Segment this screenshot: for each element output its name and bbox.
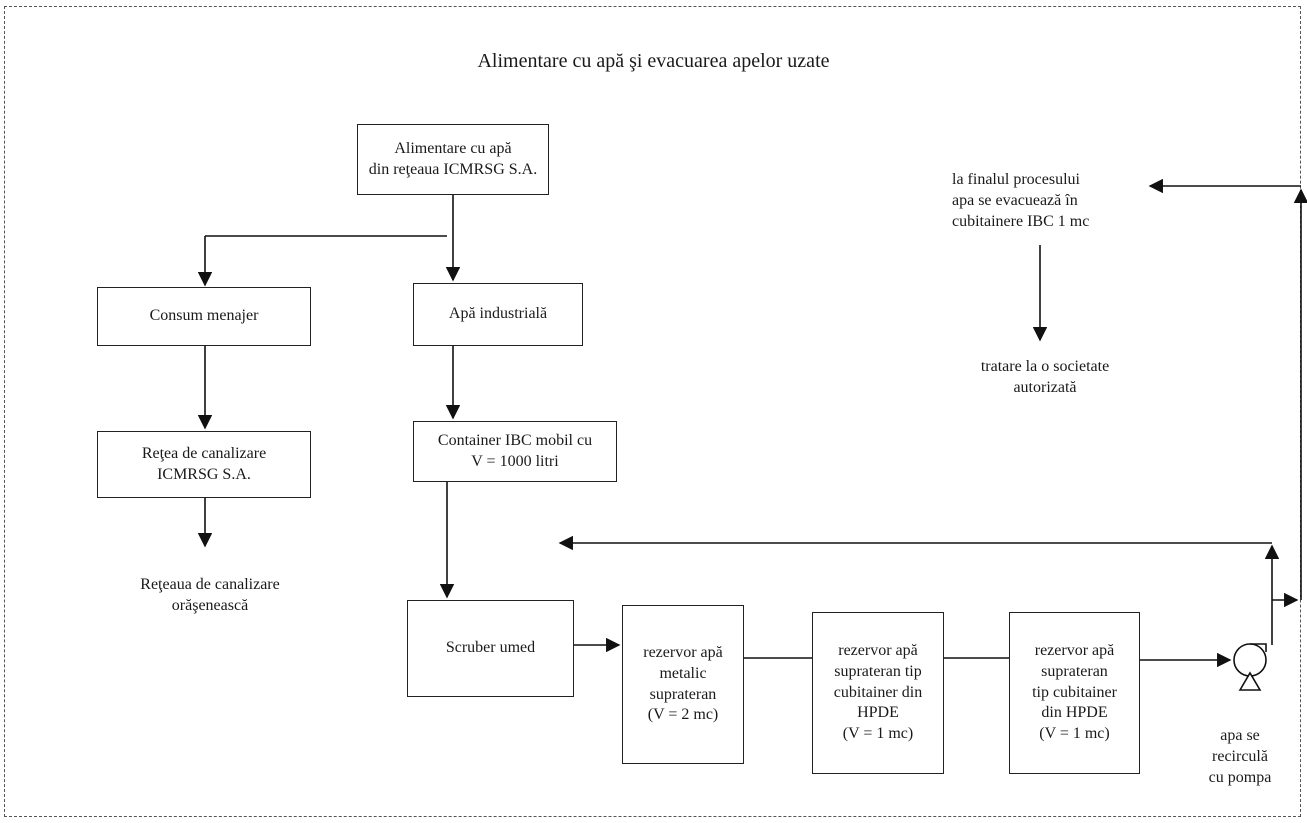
box-wet-scrubber-label: Scruber umed bbox=[445, 639, 536, 657]
box-metal-tank-label: rezervor apă metalic suprateran (V = 2 m… bbox=[643, 643, 723, 724]
box-hpde-tank-2-label: rezervor apă suprateran tip cubitainer d… bbox=[1032, 642, 1117, 743]
box-hpde-tank-1: rezervor apă suprateran tip cubitainer d… bbox=[812, 612, 944, 774]
pump-icon bbox=[1233, 643, 1267, 691]
box-hpde-tank-1-label: rezervor apă suprateran tip cubitainer d… bbox=[833, 642, 923, 743]
box-sewer-network-label: Reţea de canalizare ICMRSG S.A. bbox=[141, 444, 267, 483]
box-hpde-tank-2: rezervor apă suprateran tip cubitainer d… bbox=[1009, 612, 1140, 774]
label-process-end: la finalul procesului apa se evacuează î… bbox=[952, 171, 1090, 230]
label-treatment: tratare la o societate autorizată bbox=[980, 358, 1110, 396]
box-domestic-consumption-label: Consum menajer bbox=[149, 307, 259, 325]
box-wet-scrubber: Scruber umed bbox=[407, 600, 574, 697]
box-domestic-consumption: Consum menajer bbox=[97, 287, 311, 346]
box-water-supply-label: Alimentare cu apă din reţeaua ICMRSG S.A… bbox=[368, 139, 538, 178]
box-metal-tank: rezervor apă metalic suprateran (V = 2 m… bbox=[622, 605, 744, 764]
box-water-supply: Alimentare cu apă din reţeaua ICMRSG S.A… bbox=[357, 124, 549, 195]
label-recirculation: apa se recirculă cu pompa bbox=[1208, 727, 1272, 786]
box-ibc-container-label: Container IBC mobil cu V = 1000 litri bbox=[437, 431, 593, 470]
box-sewer-network: Reţea de canalizare ICMRSG S.A. bbox=[97, 431, 311, 498]
diagram-title: Alimentare cu apă şi evacuarea apelor uz… bbox=[477, 50, 830, 72]
label-city-sewer: Reţeaua de canalizare orăşenească bbox=[140, 576, 280, 614]
box-ibc-container: Container IBC mobil cu V = 1000 litri bbox=[413, 421, 617, 482]
box-industrial-water: Apă industrială bbox=[413, 283, 583, 346]
box-industrial-water-label: Apă industrială bbox=[448, 305, 548, 323]
